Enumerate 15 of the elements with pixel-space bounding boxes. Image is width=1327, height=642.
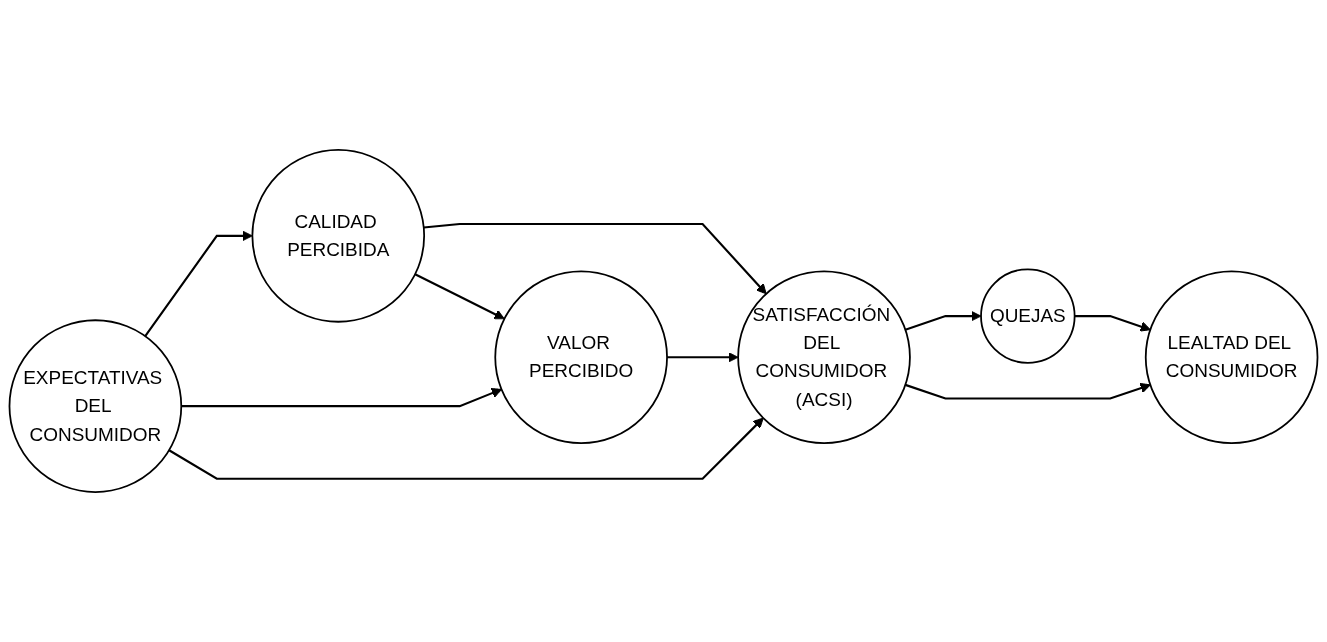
arrow [144,230,253,337]
node-circle [494,270,668,445]
arrow [905,382,1151,400]
arrow [667,352,739,363]
arrow [1074,315,1151,332]
node-circle [251,149,426,323]
arrow [423,222,767,295]
node-circle [8,319,183,493]
arrow [168,417,764,480]
arrow [181,388,502,408]
arrow [414,273,505,320]
node-circle [737,270,911,445]
node-circle [1144,270,1319,445]
node-circle [980,268,1076,364]
arrow [905,310,982,331]
